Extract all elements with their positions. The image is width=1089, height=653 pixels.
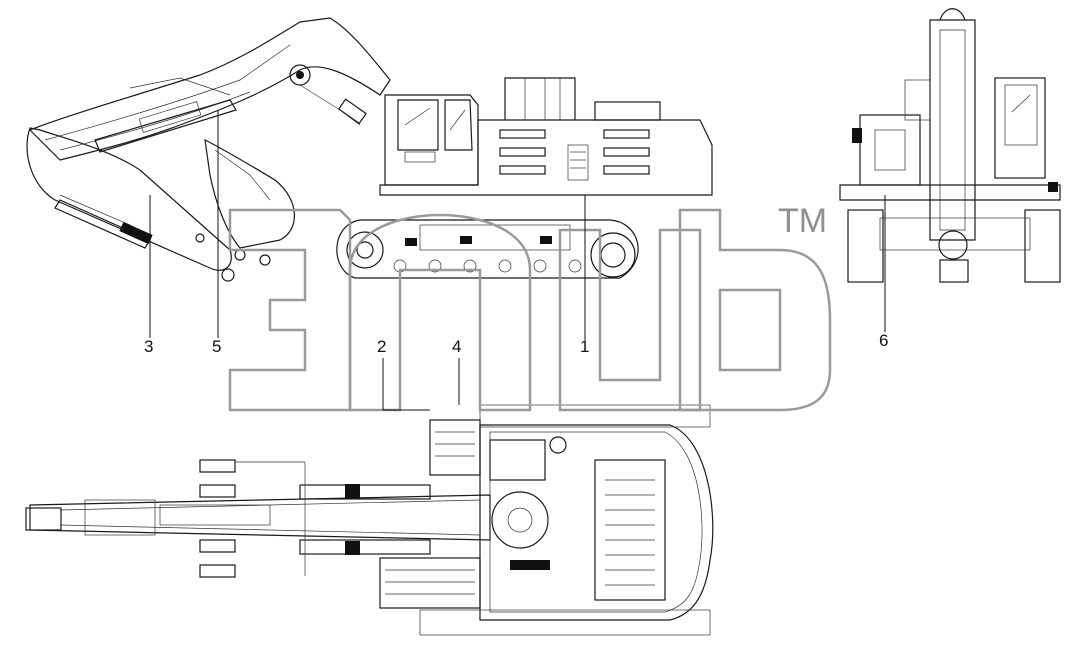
watermark: TM (228, 202, 832, 412)
callout-5: 5 (212, 337, 221, 356)
bucket (204, 138, 295, 249)
boom-top (29, 494, 491, 541)
front-view (839, 8, 1061, 283)
cab (384, 94, 479, 186)
callout-1: 1 (580, 337, 589, 356)
boom (28, 17, 391, 161)
arm (26, 127, 232, 271)
callout-3: 3 (144, 337, 153, 356)
watermark-letter-2 (348, 213, 532, 412)
watermark-letter-1 (228, 208, 352, 412)
callouts: 1 2 3 4 5 6 (144, 110, 888, 411)
watermark-letter-3 (558, 228, 702, 412)
callout-6: 6 (879, 331, 888, 350)
callout-2: 2 (377, 337, 386, 356)
upper-deck (479, 424, 714, 621)
callout-4: 4 (452, 337, 461, 356)
cab-window (397, 99, 439, 151)
side-view (26, 17, 713, 282)
arm-cylinder (54, 199, 151, 249)
trademark-symbol: TM (778, 202, 827, 240)
top-view (25, 404, 714, 636)
watermark-letter-4 (678, 208, 832, 412)
boom-cylinder (94, 99, 237, 153)
track (336, 219, 639, 279)
upper-structure (379, 119, 713, 196)
